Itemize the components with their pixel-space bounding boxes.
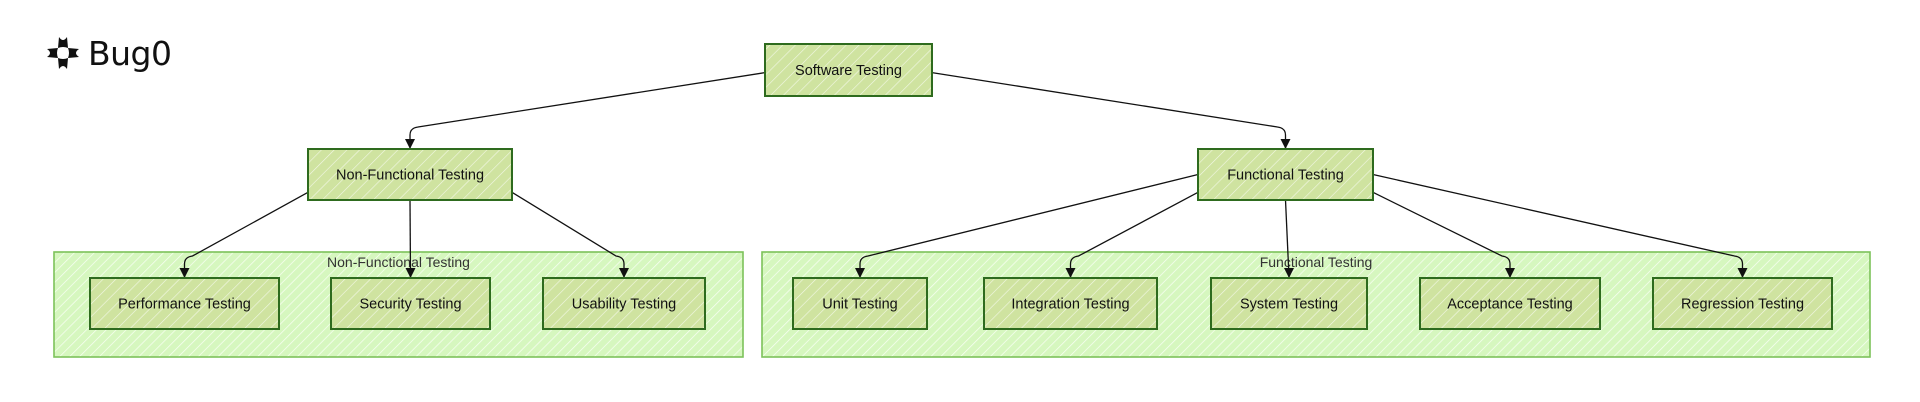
node-box	[1210, 277, 1368, 330]
node-performance[interactable]: Performance Testing	[89, 277, 280, 330]
edge-functional-to-system	[1284, 199, 1294, 278]
group-label: Non-Functional Testing	[327, 254, 470, 270]
node-usability[interactable]: Usability Testing	[542, 277, 706, 330]
node-label: Security Testing	[359, 297, 461, 313]
node-label: Acceptance Testing	[1447, 297, 1572, 313]
node-unit[interactable]: Unit Testing	[792, 277, 928, 330]
node-box	[307, 148, 513, 201]
edge-functional-to-acceptance	[1372, 191, 1515, 278]
edge-functional-to-unit	[855, 173, 1199, 278]
node-label: Functional Testing	[1227, 168, 1344, 184]
node-acceptance[interactable]: Acceptance Testing	[1419, 277, 1601, 330]
edge-nonfunctional-to-performance	[179, 191, 309, 278]
node-label: Integration Testing	[1011, 297, 1129, 313]
node-system[interactable]: System Testing	[1210, 277, 1368, 330]
node-box	[89, 277, 280, 330]
node-label: Usability Testing	[572, 297, 677, 313]
bug0-logo-icon	[47, 37, 79, 69]
node-box	[542, 277, 706, 330]
edge-functional-to-regression	[1372, 173, 1748, 278]
edge-software-to-nonfunctional	[405, 71, 766, 149]
brand-name: Bug0	[88, 33, 172, 73]
node-regression[interactable]: Regression Testing	[1652, 277, 1833, 330]
node-label: Regression Testing	[1681, 297, 1804, 313]
node-nonfunctional[interactable]: Non-Functional Testing	[307, 148, 513, 201]
node-label: System Testing	[1240, 297, 1338, 313]
node-box	[792, 277, 928, 330]
node-box	[330, 277, 491, 330]
group-label: Functional Testing	[1260, 254, 1373, 270]
node-security[interactable]: Security Testing	[330, 277, 491, 330]
node-box	[1419, 277, 1601, 330]
node-label: Software Testing	[795, 63, 902, 79]
node-box	[1652, 277, 1833, 330]
node-box	[764, 43, 933, 97]
node-label: Unit Testing	[822, 297, 898, 313]
brand-logo: Bug0	[44, 34, 172, 72]
edge-nonfunctional-to-usability	[511, 191, 629, 278]
edge-functional-to-integration	[1065, 191, 1199, 278]
edge-software-to-functional	[931, 71, 1291, 149]
node-integration[interactable]: Integration Testing	[983, 277, 1158, 330]
node-functional[interactable]: Functional Testing	[1197, 148, 1374, 201]
node-box	[1197, 148, 1374, 201]
node-box	[983, 277, 1158, 330]
node-label: Performance Testing	[118, 297, 251, 313]
edge-nonfunctional-to-security	[405, 199, 416, 278]
node-label: Non-Functional Testing	[336, 168, 484, 184]
node-software[interactable]: Software Testing	[764, 43, 933, 97]
